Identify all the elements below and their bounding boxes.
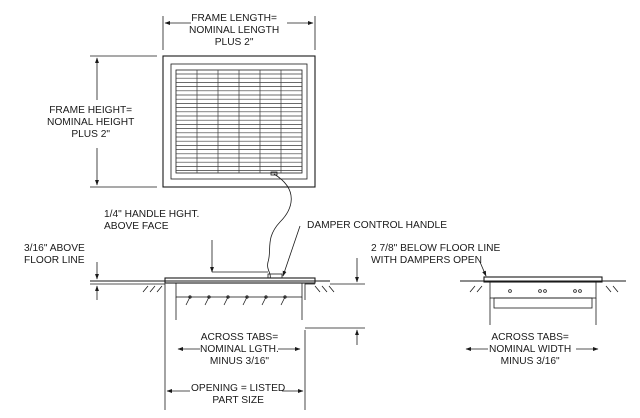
frame-length-line-2: NOMINAL LENGTH [189,25,280,36]
damper-handle-line-1: DAMPER CONTROL HANDLE [307,220,448,231]
register-section-view-right [460,261,626,325]
frame-height-dimension [90,55,157,188]
frame-length-line-1: FRAME LENGTH= [191,13,277,24]
below-floor-dimension [305,258,365,345]
across-tabs-length-line-2: NOMINAL LGTH. [200,344,279,355]
across-tabs-width-line-3: MINUS 3/16" [500,356,560,367]
floor-hatch-right [314,285,335,293]
rivet [573,289,577,293]
opening-dimension [164,300,306,410]
damper-handle-leader-top [267,173,292,279]
across-tabs-length-label: ACROSS TABS= NOMINAL LGTH. MINUS 3/16" [200,332,279,368]
damper-pivot [245,295,249,299]
damper-handle-label: DAMPER CONTROL HANDLE [307,220,447,232]
handle-height-line-1: 1/4" HANDLE HGHT. [104,209,200,220]
frame-height-line-3: PLUS 2" [71,129,111,140]
frame-height-line-2: NOMINAL HEIGHT [47,117,135,128]
below-floor-line-1: 2 7/8" BELOW FLOOR LINE [371,243,501,254]
grille-bars [176,70,302,173]
frame-length-dimension [162,16,316,50]
frame-length-label: FRAME LENGTH= NOMINAL LENGTH PLUS 2" [189,13,279,49]
register-top-view [162,55,316,188]
damper-pivot [226,295,230,299]
damper-handle-leader [282,225,301,277]
below-floor-label: 2 7/8" BELOW FLOOR LINE WITH DAMPERS OPE… [371,243,500,267]
above-floor-line-1: 3/16" ABOVE [24,243,85,254]
floor-hatch-right-view-right [605,285,619,293]
register-boot [175,282,303,298]
damper-blade-right [493,297,593,309]
opening-edge-left [150,283,166,300]
damper-pivot [207,295,211,299]
register-section-view-left [90,273,335,320]
register-frame-outer [162,55,316,188]
rivet [543,289,547,293]
below-floor-line-2: WITH DAMPERS OPEN [371,255,482,266]
floor-hatch-right-view-left [469,285,483,293]
across-tabs-length-line-1: ACROSS TABS= [200,332,279,343]
opening-label: OPENING = LISTED PART SIZE [191,383,285,407]
frame-length-line-3: PLUS 2" [214,37,254,48]
opening-line-2: PART SIZE [212,395,264,406]
across-tabs-width-line-1: ACROSS TABS= [491,332,569,343]
across-tabs-width-label: ACROSS TABS= NOMINAL WIDTH MINUS 3/16" [489,332,571,368]
rivet [538,289,542,293]
rivet [578,289,582,293]
floor-hatch-left [142,285,163,293]
damper-pivot [264,295,268,299]
damper-handle-section [267,273,283,279]
damper-pivot [283,295,287,299]
across-tabs-width-line-2: NOMINAL WIDTH [489,344,572,355]
frame-height-label: FRAME HEIGHT= NOMINAL HEIGHT PLUS 2" [47,105,134,141]
above-floor-line-2: FLOOR LINE [24,255,85,266]
across-tabs-length-line-3: MINUS 3/16" [209,356,269,367]
damper-pivot [188,295,192,299]
below-floor-leader [479,261,487,277]
dampers-open [185,295,287,306]
damper-handle-marker [270,171,278,176]
rivet [508,289,512,293]
frame-height-line-1: FRAME HEIGHT= [49,105,133,116]
handle-height-label: 1/4" HANDLE HGHT. ABOVE FACE [104,209,199,233]
opening-line-1: OPENING = LISTED [191,383,286,394]
above-floor-label: 3/16" ABOVE FLOOR LINE [24,243,85,267]
register-frame-inner [170,63,308,180]
opening-edge-right [304,283,315,300]
handle-height-line-2: ABOVE FACE [104,221,169,232]
